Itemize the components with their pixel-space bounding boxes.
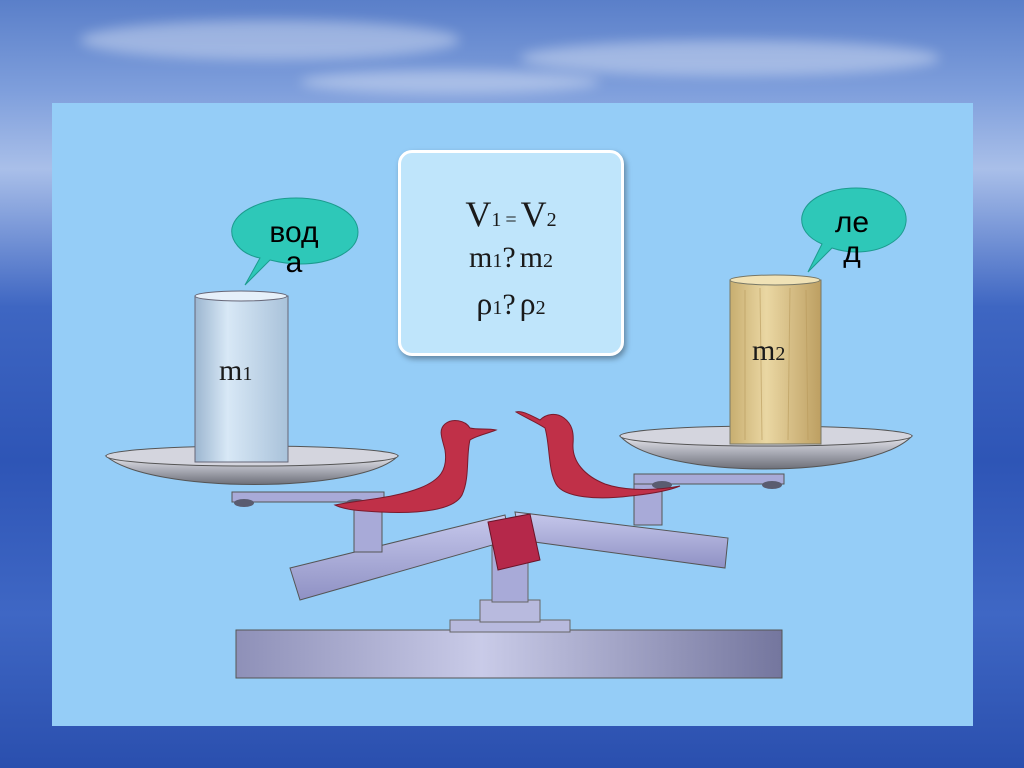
formula-subscript: 2	[543, 250, 553, 272]
density-comparison: ρ1? ρ2	[401, 285, 621, 322]
scale-beam-right	[514, 511, 729, 569]
water-mass-label: m1	[219, 354, 252, 388]
formula-symbol: V	[520, 194, 547, 234]
ice-texture	[744, 287, 809, 441]
formula-subscript: 1	[492, 250, 503, 272]
formula-subscript: 2	[546, 209, 557, 231]
water-label-line2: а	[285, 246, 303, 279]
mass-subscript: 2	[775, 343, 786, 365]
water-cylinder	[194, 295, 289, 463]
scale-stand-step	[479, 599, 541, 623]
ice-bubble	[801, 187, 907, 273]
left-pan-foot	[234, 499, 254, 507]
formula-symbol: ρ	[519, 285, 536, 321]
mass-comparison: m1? m2	[401, 241, 621, 275]
scale-base	[235, 629, 783, 679]
left-bird	[333, 420, 498, 513]
ice-label-line1: ле	[834, 206, 870, 239]
formula-subscript: 1	[492, 297, 503, 319]
formula-box: V1 = V2 m1? m2 ρ1? ρ2	[398, 150, 624, 356]
right-bird	[514, 411, 681, 499]
right-pan-foot	[652, 481, 672, 489]
cloud-streak	[300, 70, 600, 94]
ice-label-line2: д	[843, 236, 861, 269]
formula-symbol: m	[519, 241, 543, 274]
formula-symbol: m	[468, 241, 493, 274]
water-label-line1: вод	[269, 216, 319, 249]
formula-operator: =	[505, 209, 517, 231]
scale-beam-left	[289, 514, 511, 601]
formula-subscript: 2	[535, 297, 546, 319]
formula-symbol: ρ	[476, 285, 493, 321]
volume-equation: V1 = V2	[401, 193, 621, 235]
formula-subscript: 1	[491, 209, 502, 231]
water-bubble-text: вод а	[262, 218, 326, 278]
mass-symbol: m	[219, 354, 243, 387]
right-pan-foot	[762, 481, 782, 489]
ice-cylinder-top	[729, 274, 821, 286]
mass-symbol: m	[752, 334, 776, 367]
water-cylinder-top	[194, 290, 288, 302]
ice-bubble-text: ле д	[826, 208, 878, 268]
water-bubble	[231, 197, 359, 286]
cloud-streak	[520, 40, 940, 76]
scale-pivot	[487, 513, 541, 571]
formula-question: ?	[502, 241, 516, 274]
mass-subscript: 1	[242, 363, 253, 385]
ice-mass-label: m2	[752, 334, 785, 368]
formula-symbol: V	[465, 194, 492, 234]
right-pan-arm	[633, 473, 785, 485]
formula-question: ?	[502, 288, 516, 321]
cloud-streak	[80, 20, 460, 60]
